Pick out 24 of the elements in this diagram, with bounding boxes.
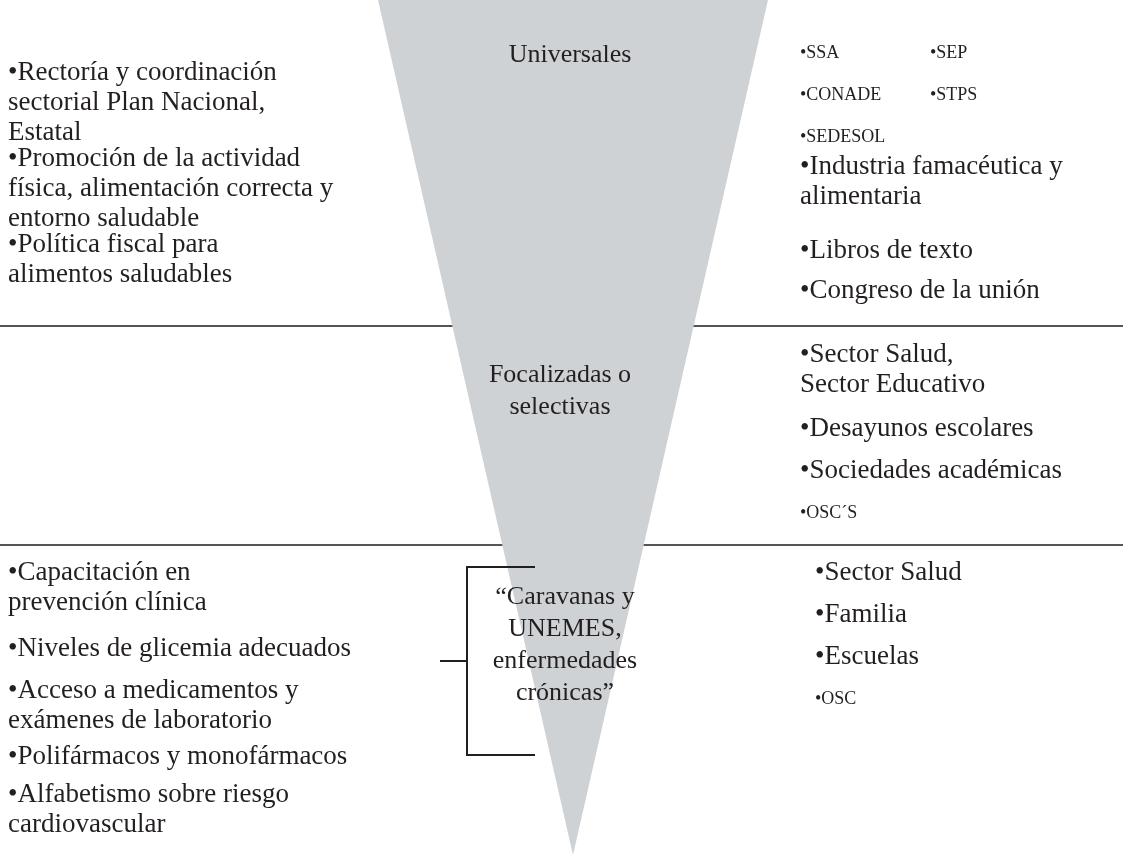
tier-label: “Caravanas y UNEMES, enfermedades crónicas”	[491, 580, 639, 708]
bullet-item: •Sector Salud	[815, 556, 963, 586]
bullet-item: •SEP	[930, 41, 969, 64]
bullet-item: •Sector Salud, Sector Educativo	[800, 338, 987, 398]
bullet-item: •Desayunos escolares	[800, 412, 1035, 442]
bullet-item: •CONADE	[800, 83, 883, 106]
bullet-item: •Industria famacéutica y alimentaria	[800, 150, 1064, 210]
bullet-item: •Sociedades académicas	[800, 454, 1064, 484]
bullet-item: •STPS	[930, 83, 979, 106]
bullet-item: •Escuelas	[815, 640, 920, 670]
bullet-item: •SSA	[800, 41, 841, 64]
bullet-item: •Alfabetismo sobre riesgo cardiovascular	[8, 778, 290, 838]
bullet-item: •Polifármacos y monofármacos	[8, 740, 349, 770]
bullet-item: •OSC´S	[800, 501, 859, 524]
bullet-item: •OSC	[815, 687, 858, 710]
bullet-item: •Niveles de glicemia adecuados	[8, 632, 353, 662]
bullet-item: •SEDESOL	[800, 125, 887, 148]
tier-label: Universales	[507, 38, 633, 70]
bullet-item: •Acceso a medicamentos y exámenes de laboratorio	[8, 674, 300, 734]
bullet-item: •Familia	[815, 598, 908, 628]
tier-label: Focalizadas o selectivas	[487, 358, 633, 422]
bullet-item: •Congreso de la unión	[800, 274, 1041, 304]
bullet-item: •Libros de texto	[800, 234, 974, 264]
bullet-item: •Capacitación en prevención clínica	[8, 556, 208, 616]
